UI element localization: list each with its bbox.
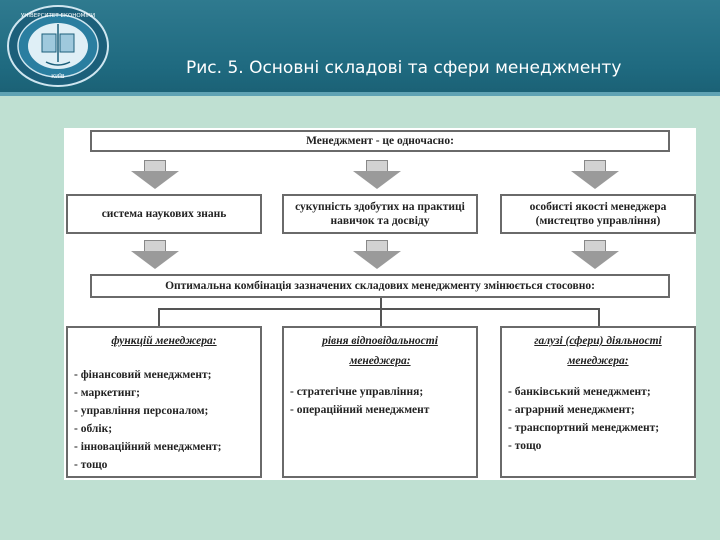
- arrow-down-icon: [352, 240, 402, 269]
- functions-column: функцій менеджера: - фінансовий менеджме…: [66, 326, 262, 478]
- list-item: - інноваційний менеджмент;: [74, 440, 222, 453]
- combination-box: Оптимальна комбінація зазначених складов…: [90, 274, 670, 298]
- list-item: - управління персоналом;: [74, 404, 209, 417]
- connector-line: [598, 308, 600, 326]
- component-label: сукупність здобутих на практиці навичок …: [295, 200, 465, 227]
- top-box-label: Менеджмент - це одночасно:: [306, 134, 454, 147]
- column-heading: галузі (сфери) діяльності менеджера:: [534, 335, 662, 367]
- list-item: - тощо: [508, 440, 542, 453]
- arrow-down-icon: [352, 160, 402, 189]
- connector-line: [380, 298, 382, 308]
- component-box-personal: особисті якості менеджера (мистецтво упр…: [500, 194, 696, 234]
- component-box-practice: сукупність здобутих на практиці навичок …: [282, 194, 478, 234]
- responsibility-column: рівня відповідальності менеджера: - стра…: [282, 326, 478, 478]
- list-item: - операційний менеджмент: [290, 404, 430, 417]
- connector-line: [158, 308, 160, 326]
- diagram-panel: Менеджмент - це одночасно: система науко…: [64, 128, 696, 480]
- industry-list: - банківський менеджмент; - аграрний мен…: [508, 383, 694, 455]
- responsibility-list: - стратегічне управління; - операційний …: [290, 383, 476, 419]
- component-box-science: система наукових знань: [66, 194, 262, 234]
- component-label: система наукових знань: [101, 207, 227, 220]
- university-seal-icon: КИЇВ УНІВЕРСИТЕТ ЕКОНОМІКИ: [7, 5, 109, 87]
- list-item: - облік;: [74, 422, 113, 435]
- top-box: Менеджмент - це одночасно:: [90, 130, 670, 152]
- column-heading: рівня відповідальності менеджера:: [322, 335, 438, 367]
- list-item: - маркетинг;: [74, 386, 141, 399]
- list-item: - аграрний менеджмент;: [508, 404, 635, 417]
- functions-list: - фінансовий менеджмент; - маркетинг; - …: [74, 366, 260, 474]
- arrow-down-icon: [130, 240, 180, 269]
- list-item: - стратегічне управління;: [290, 386, 424, 399]
- slide-title: Рис. 5. Основні складові та сфери менедж…: [186, 58, 622, 78]
- industry-column: галузі (сфери) діяльності менеджера: - б…: [500, 326, 696, 478]
- combination-label: Оптимальна комбінація зазначених складов…: [165, 279, 595, 292]
- list-item: - фінансовий менеджмент;: [74, 368, 212, 381]
- column-heading: функцій менеджера:: [111, 335, 217, 347]
- connector-line: [380, 308, 382, 326]
- list-item: - банківський менеджмент;: [508, 386, 651, 399]
- arrow-down-icon: [570, 240, 620, 269]
- list-item: - транспортний менеджмент;: [508, 422, 660, 435]
- connector-line: [158, 308, 600, 310]
- list-item: - тощо: [74, 458, 108, 471]
- arrow-down-icon: [570, 160, 620, 189]
- header-divider: [0, 92, 720, 96]
- svg-text:КИЇВ: КИЇВ: [51, 73, 65, 80]
- component-label: особисті якості менеджера (мистецтво упр…: [529, 200, 667, 227]
- slide-header: КИЇВ УНІВЕРСИТЕТ ЕКОНОМІКИ Рис. 5. Основ…: [0, 0, 720, 96]
- arrow-down-icon: [130, 160, 180, 189]
- svg-text:УНІВЕРСИТЕТ ЕКОНОМІКИ: УНІВЕРСИТЕТ ЕКОНОМІКИ: [21, 13, 95, 19]
